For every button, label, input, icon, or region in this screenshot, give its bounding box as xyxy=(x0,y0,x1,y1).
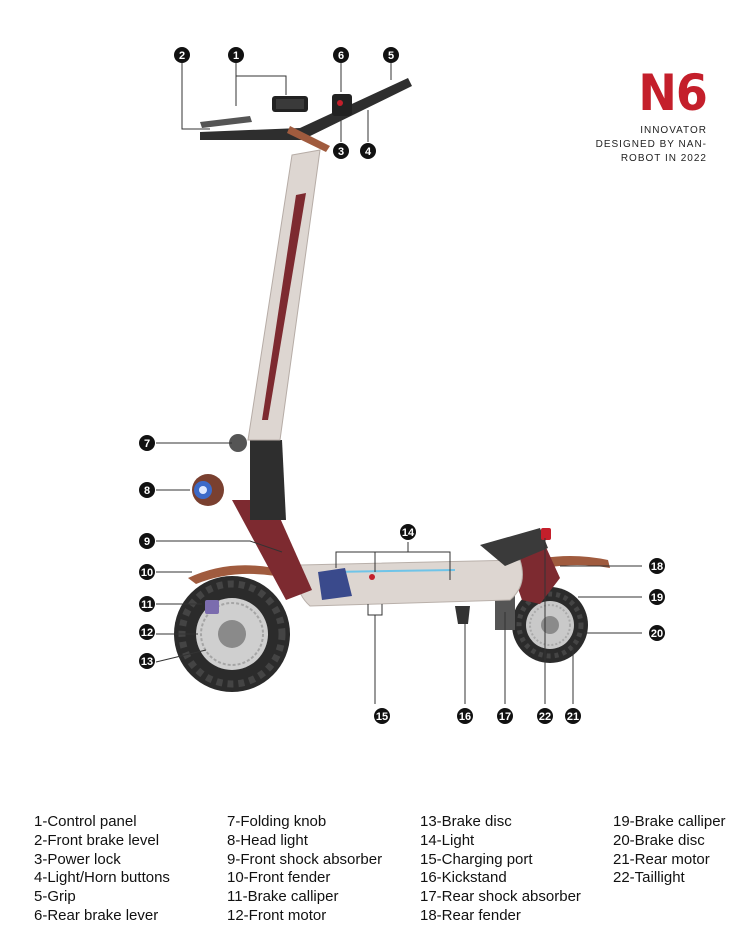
legend-item: 14-Light xyxy=(420,831,475,849)
brand-logo: N6 xyxy=(638,64,708,122)
rear-deck-block xyxy=(480,528,548,566)
svg-text:12: 12 xyxy=(141,627,153,639)
svg-text:1: 1 xyxy=(233,50,239,62)
callout-marker: 18 xyxy=(649,558,665,574)
legend-item: 8-Head light xyxy=(227,831,308,849)
svg-text:22: 22 xyxy=(539,711,551,723)
svg-text:3: 3 xyxy=(338,146,344,158)
callout-marker: 16 xyxy=(457,708,473,724)
legend-item: 2-Front brake level xyxy=(34,831,160,849)
front-fender-shape xyxy=(188,565,296,584)
callout-marker: 10 xyxy=(139,564,155,580)
legend-item: 6-Rear brake lever xyxy=(34,906,159,924)
legend-column: 19-Brake calliper 20-Brake disc 21-Rear … xyxy=(613,813,726,888)
svg-text:17: 17 xyxy=(499,711,511,723)
callout-markers: 1 2 3 4 5 6 7 8 9 10 11 12 13 14 15 16 1… xyxy=(139,47,665,724)
rear-wheel xyxy=(512,587,588,663)
legend-item: 17-Rear shock absorber xyxy=(420,888,581,906)
stem-stripe xyxy=(262,193,306,420)
deck-front-light-shape xyxy=(318,568,352,600)
callout-marker: 8 xyxy=(139,482,155,498)
svg-text:14: 14 xyxy=(402,527,415,539)
svg-text:2: 2 xyxy=(179,50,185,62)
stem-base-shape xyxy=(250,440,286,520)
callout-marker: 3 xyxy=(333,143,349,159)
brand-block: N6 INNOVATOR DESIGNED BY NAN-ROBOT IN 20… xyxy=(577,64,708,166)
callout-marker: 19 xyxy=(649,589,665,605)
svg-text:9: 9 xyxy=(144,536,150,548)
callout-marker: 6 xyxy=(333,47,349,63)
legend-item: 15-Charging port xyxy=(420,850,533,868)
scooter-illustration xyxy=(174,78,610,692)
folding-knob-shape xyxy=(229,434,247,452)
legend-item: 3-Power lock xyxy=(34,850,121,868)
callout-marker: 5 xyxy=(383,47,399,63)
legend-item: 20-Brake disc xyxy=(613,831,705,849)
svg-text:8: 8 xyxy=(144,485,150,497)
legend-item: 11-Brake calliper xyxy=(227,888,339,906)
handlebar-shape xyxy=(200,78,412,140)
svg-text:21: 21 xyxy=(567,711,579,723)
callout-marker: 11 xyxy=(139,596,155,612)
brand-tagline: INNOVATOR DESIGNED BY NAN-ROBOT IN 2022 xyxy=(595,125,707,164)
legend-item: 13-Brake disc xyxy=(420,813,512,830)
svg-text:4: 4 xyxy=(365,146,372,158)
callout-marker: 9 xyxy=(139,533,155,549)
legend-column: 13-Brake disc 14-Light 15-Charging port … xyxy=(420,813,581,926)
svg-text:7: 7 xyxy=(144,438,150,450)
svg-text:11: 11 xyxy=(141,599,153,611)
legend-item: 19-Brake calliper xyxy=(613,813,726,830)
svg-text:20: 20 xyxy=(651,628,663,640)
rear-swingarm-shape xyxy=(508,545,560,604)
callout-marker: 1 xyxy=(228,47,244,63)
legend-item: 7-Folding knob xyxy=(227,813,327,830)
callout-marker: 4 xyxy=(360,143,376,159)
callout-marker: 22 xyxy=(537,708,553,724)
svg-text:10: 10 xyxy=(141,567,153,579)
legend-item: 9-Front shock absorber xyxy=(227,850,383,868)
legend-item: 1-Control panel xyxy=(34,813,137,830)
legend-item: 12-Front motor xyxy=(227,906,327,924)
kickstand-shape xyxy=(455,606,470,624)
legend-column: 1-Control panel 2-Front brake level 3-Po… xyxy=(34,813,170,926)
svg-text:5: 5 xyxy=(388,50,394,62)
parts-legend: 1-Control panel 2-Front brake level 3-Po… xyxy=(0,813,750,933)
taillight-shape xyxy=(541,528,551,540)
legend-item: 10-Front fender xyxy=(227,869,331,887)
deck-light-strip xyxy=(329,569,456,573)
legend-column: 7-Folding knob 8-Head light 9-Front shoc… xyxy=(227,813,382,926)
svg-text:13: 13 xyxy=(141,656,153,668)
callout-marker: 14 xyxy=(400,524,416,540)
svg-text:19: 19 xyxy=(651,592,663,604)
callout-marker: 21 xyxy=(565,708,581,724)
legend-item: 18-Rear fender xyxy=(420,906,521,924)
svg-text:16: 16 xyxy=(459,711,471,723)
front-fork-shape xyxy=(232,500,312,600)
callout-marker: 13 xyxy=(139,653,155,669)
callout-marker: 12 xyxy=(139,624,155,640)
legend-item: 4-Light/Horn buttons xyxy=(34,869,170,887)
legend-item: 21-Rear motor xyxy=(613,850,710,868)
legend-item: 5-Grip xyxy=(34,888,76,906)
power-lock-shape xyxy=(287,126,330,152)
legend-item: 16-Kickstand xyxy=(420,869,507,887)
callout-marker: 17 xyxy=(497,708,513,724)
svg-text:6: 6 xyxy=(338,50,344,62)
svg-text:15: 15 xyxy=(376,711,388,723)
callout-marker: 7 xyxy=(139,435,155,451)
scooter-diagram: 1 2 3 4 5 6 7 8 9 10 11 12 13 14 15 16 1… xyxy=(139,47,665,724)
legend-item: 22-Taillight xyxy=(613,869,685,887)
front-brake-lever-shape xyxy=(200,116,252,128)
callout-marker: 15 xyxy=(374,708,390,724)
callout-marker: 20 xyxy=(649,625,665,641)
svg-text:18: 18 xyxy=(651,561,663,573)
callout-marker: 2 xyxy=(174,47,190,63)
callout-lines xyxy=(155,63,642,704)
